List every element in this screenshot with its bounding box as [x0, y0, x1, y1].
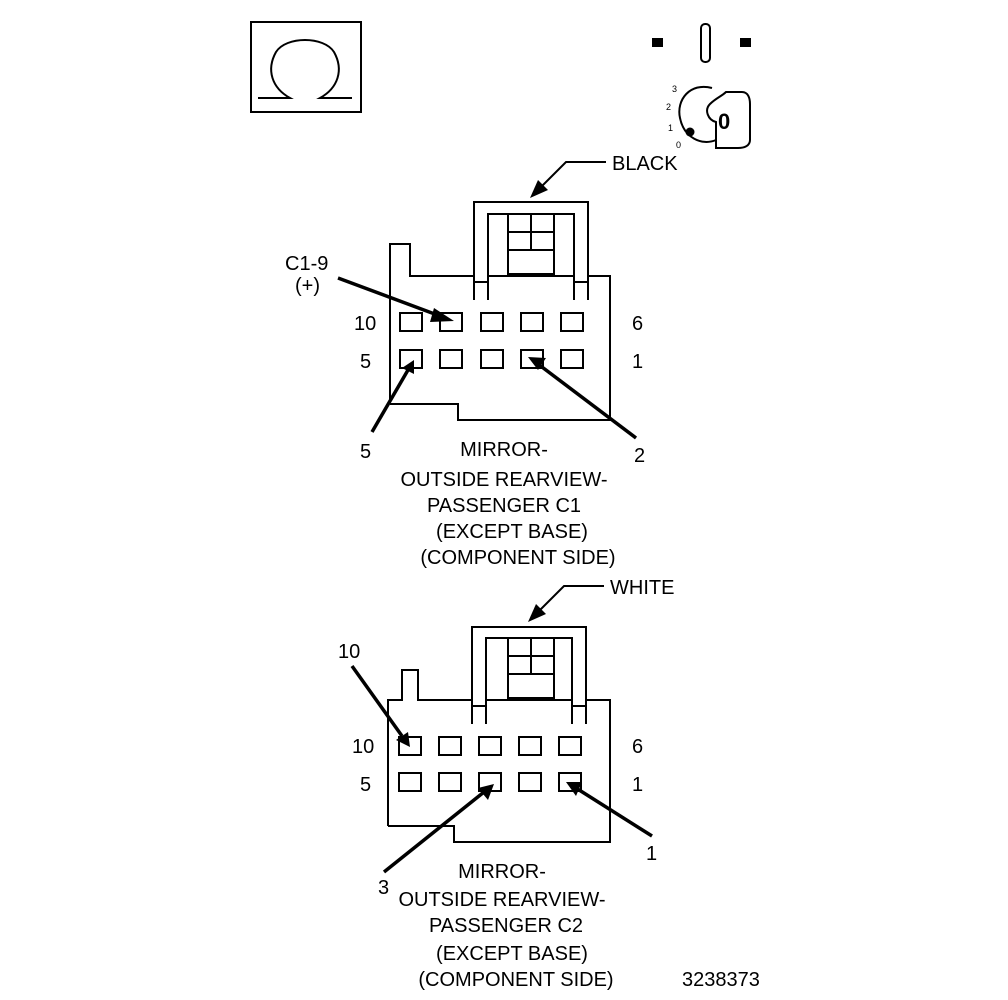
c2-pin-7	[518, 736, 542, 756]
connector-c1: BLACK	[285, 153, 678, 569]
c1-pin-10	[399, 312, 423, 332]
svg-text:(COMPONENT SIDE): (COMPONENT SIDE)	[418, 969, 613, 991]
svg-text:OUTSIDE REARVIEW-: OUTSIDE REARVIEW-	[400, 469, 607, 491]
c2-callout-left: 3	[378, 877, 389, 899]
c2-callout-top: 10	[338, 641, 360, 663]
c2-caption: MIRROR- OUTSIDE REARVIEW- PASSENGER C2 (…	[398, 861, 613, 991]
c1-row-top-right: 6	[632, 313, 643, 335]
c1-pin-3	[480, 349, 504, 369]
c1-caption: MIRROR- OUTSIDE REARVIEW- PASSENGER C1 (…	[400, 439, 615, 569]
c2-latch	[471, 626, 587, 724]
c1-color-label: BLACK	[612, 153, 678, 175]
svg-text:PASSENGER C1: PASSENGER C1	[427, 495, 581, 517]
c1-callout-left: 5	[360, 441, 371, 463]
ignition-scale-3: 3	[672, 84, 677, 94]
c1-pin-row-top	[399, 312, 584, 332]
ignition-key-label: 0	[718, 109, 730, 134]
c2-pin-row-top	[398, 736, 582, 756]
ohm-icon	[250, 21, 362, 113]
svg-text:(EXCEPT BASE): (EXCEPT BASE)	[436, 943, 588, 965]
svg-text:(EXCEPT BASE): (EXCEPT BASE)	[436, 521, 588, 543]
c2-row-bottom-right: 1	[632, 774, 643, 796]
c1-row-top-left: 10	[354, 313, 376, 335]
svg-text:PASSENGER C2: PASSENGER C2	[429, 915, 583, 937]
c2-row-bottom-left: 5	[360, 774, 371, 796]
ignition-key-icon: 3 2 1 0 0	[652, 23, 751, 150]
c2-pin-8	[478, 736, 502, 756]
ignition-scale-1: 1	[668, 123, 673, 133]
c1-callout-right: 2	[634, 445, 645, 467]
c2-row-top-left: 10	[352, 736, 374, 758]
c2-row-top-right: 6	[632, 736, 643, 758]
c1-pin-1	[560, 349, 584, 369]
c1-pin-8	[480, 312, 504, 332]
c2-callout-right: 1	[646, 843, 657, 865]
c2-pin-9	[438, 736, 462, 756]
c1-latch	[473, 201, 589, 300]
svg-text:OUTSIDE REARVIEW-: OUTSIDE REARVIEW-	[398, 889, 605, 911]
svg-text:MIRROR-: MIRROR-	[458, 861, 546, 883]
c1-callout-top-sub: (+)	[295, 275, 320, 297]
c1-callout-top: C1-9	[285, 253, 328, 275]
c2-pin-5	[398, 772, 422, 792]
figure-number: 3238373	[682, 969, 760, 991]
c2-pin-2	[518, 772, 542, 792]
ignition-scale-2: 2	[666, 102, 671, 112]
c2-color-label: WHITE	[610, 577, 674, 599]
c1-pin-6	[560, 312, 584, 332]
c1-row-bottom-left: 5	[360, 351, 371, 373]
c1-pin-4	[439, 349, 463, 369]
svg-text:MIRROR-: MIRROR-	[460, 439, 548, 461]
svg-text:(COMPONENT SIDE): (COMPONENT SIDE)	[420, 547, 615, 569]
c1-pin-7	[520, 312, 544, 332]
c2-pin-6	[558, 736, 582, 756]
c1-row-bottom-right: 1	[632, 351, 643, 373]
ignition-scale-0: 0	[676, 140, 681, 150]
c2-pin-4	[438, 772, 462, 792]
c1-pin-row-bottom	[399, 349, 584, 369]
connector-c2: WHITE	[338, 577, 674, 991]
